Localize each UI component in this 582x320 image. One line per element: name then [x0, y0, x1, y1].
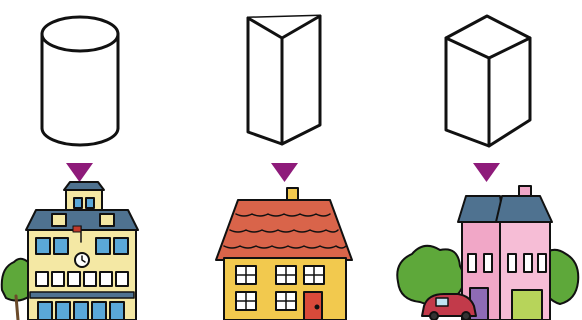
rectangular-prism-shape	[444, 14, 532, 148]
pink-house-building	[396, 185, 580, 320]
arrow-down-icon	[66, 163, 93, 182]
school-building	[0, 181, 139, 320]
arrow-down-icon	[473, 163, 500, 182]
arrow-down-icon	[271, 163, 298, 182]
triangular-prism-shape	[246, 14, 322, 146]
car-icon	[421, 293, 477, 320]
yellow-house-building	[215, 187, 353, 320]
cylinder-shape	[40, 15, 120, 147]
